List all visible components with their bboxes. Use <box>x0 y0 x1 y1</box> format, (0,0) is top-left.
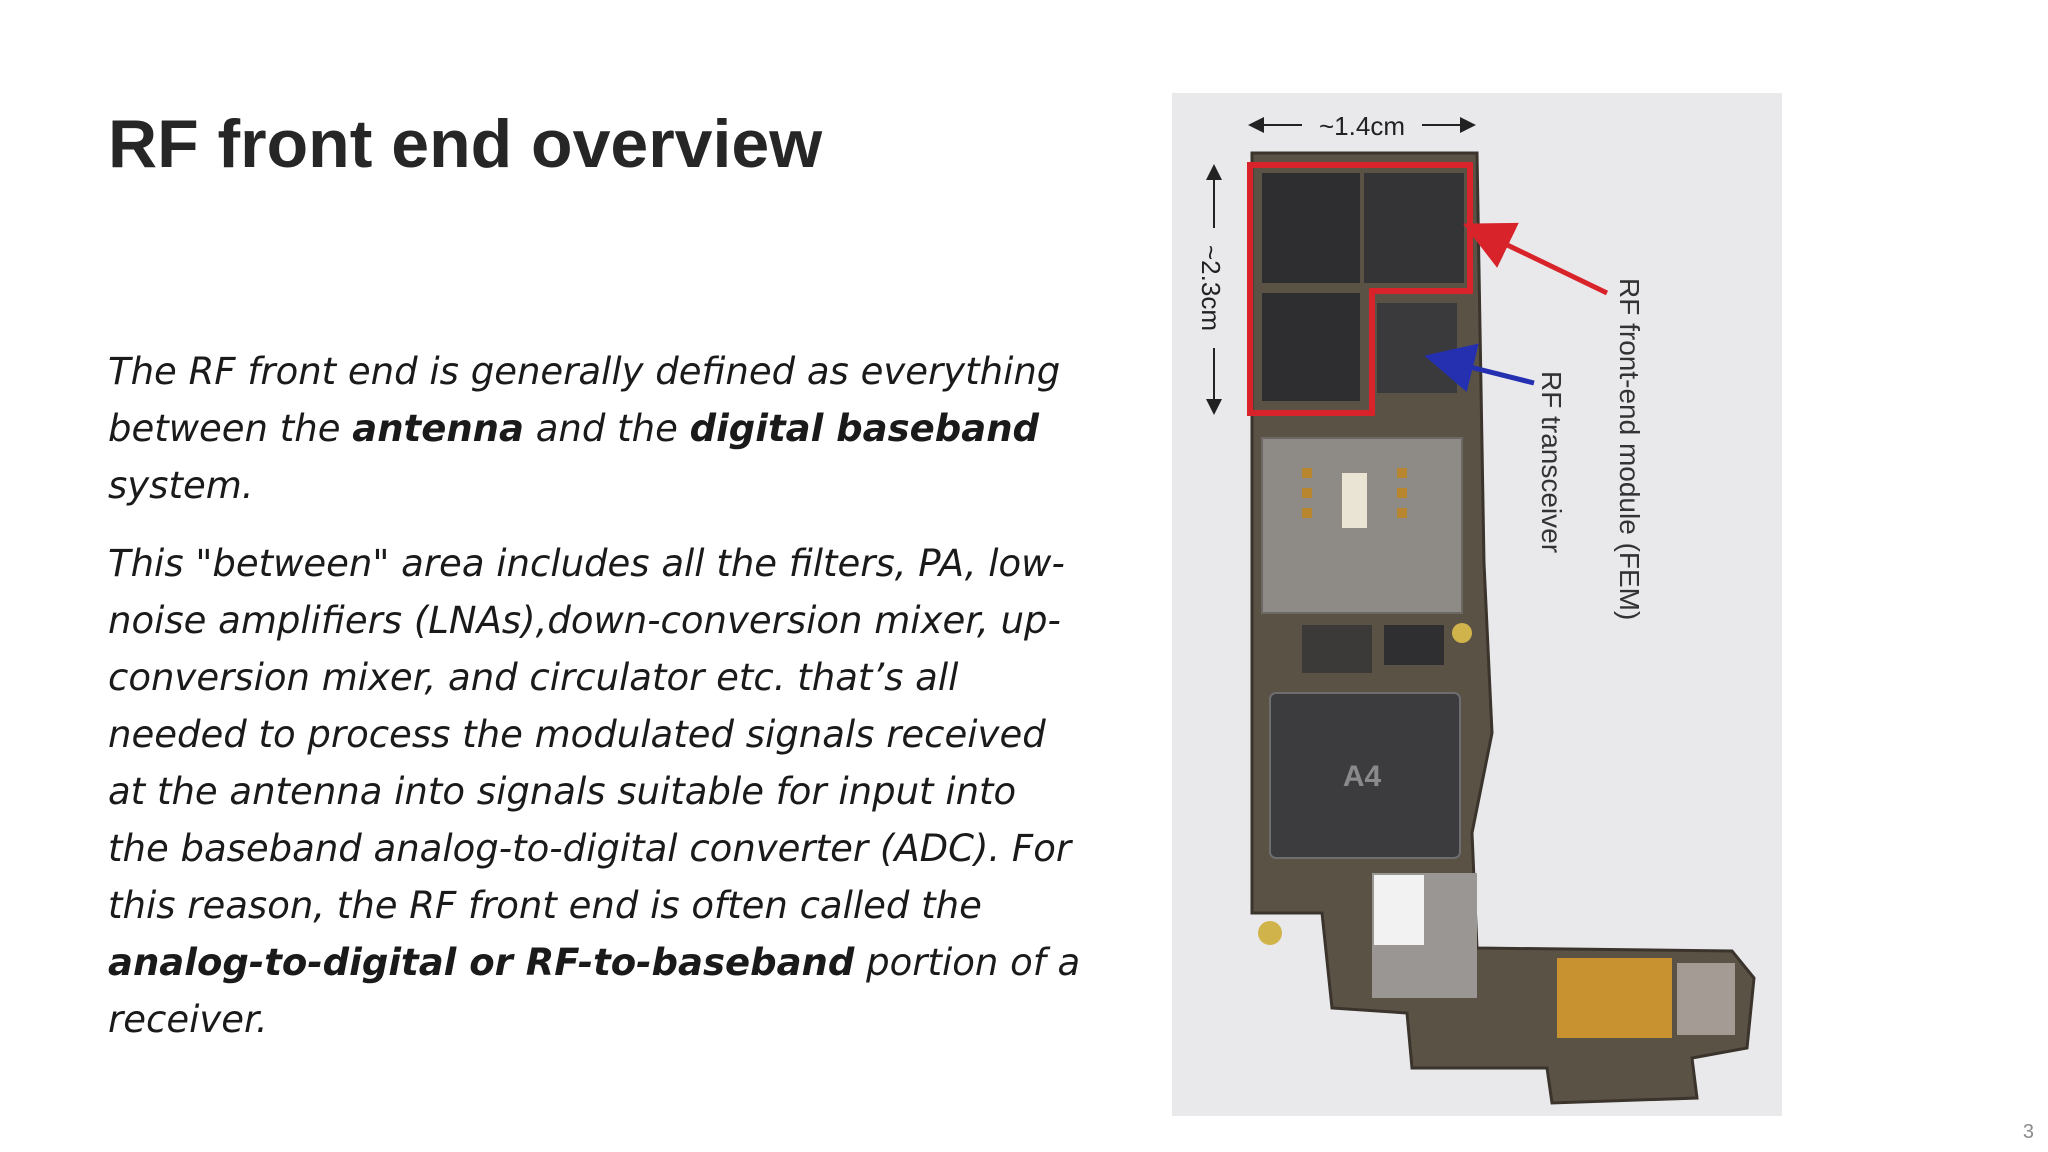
fem-label: RF front-end module (FEM) <box>1614 278 1645 620</box>
term-analog-to-digital: analog-to-digital or RF-to-baseband <box>108 941 855 984</box>
term-antenna: antenna <box>352 407 524 450</box>
width-dimension-label: ~1.4cm <box>1319 111 1405 141</box>
fem-arrow <box>1462 222 1609 296</box>
circuit-board-photo: A4 ~1.4cm ~2.3cm RF front-end module (FE <box>1172 93 1782 1116</box>
body-text: The RF front end is generally defined as… <box>108 343 1088 1069</box>
fem-outline <box>1247 162 1473 416</box>
a4-processor <box>1269 692 1461 859</box>
transceiver-arrow <box>1424 343 1535 392</box>
paragraph-definition: The RF front end is generally defined as… <box>108 350 1061 507</box>
term-digital-baseband: digital baseband <box>689 407 1040 450</box>
paragraph-components: This "between" area includes all the fil… <box>108 542 1081 1041</box>
transceiver-label: RF transceiver <box>1536 371 1567 553</box>
fem-shield-b <box>1364 173 1464 283</box>
transceiver-chip <box>1377 303 1457 393</box>
slide-title: RF front end overview <box>108 106 823 182</box>
page-number: 3 <box>2022 1121 2034 1143</box>
fem-shield-c <box>1262 293 1360 401</box>
a4-chip-label: A4 <box>1343 760 1382 793</box>
height-dimension-label: ~2.3cm <box>1196 245 1226 331</box>
fem-shield-a <box>1262 173 1360 283</box>
